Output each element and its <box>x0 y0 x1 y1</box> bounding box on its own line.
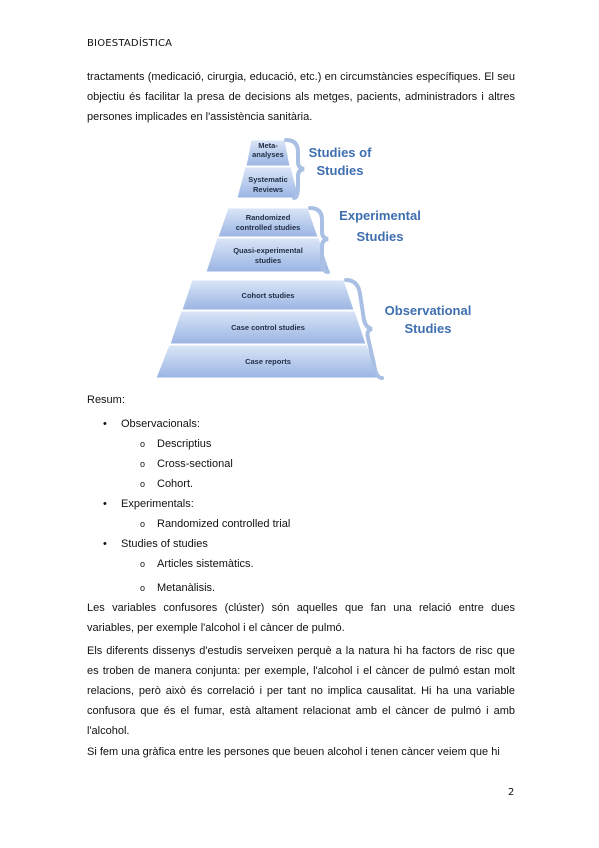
tier-label-7: Case reports <box>245 357 291 366</box>
circle-bullet-icon: o <box>140 459 146 469</box>
circle-bullet-icon: o <box>140 583 146 593</box>
running-header: BIOESTADÍSTICA <box>87 38 173 49</box>
group-label-2b: Studies <box>357 229 404 244</box>
tier-label-6: Case control studies <box>231 323 305 332</box>
tier-label-2a: Systematic <box>248 175 288 184</box>
circle-bullet-icon: o <box>140 559 146 569</box>
confounders-paragraph: Les variables confusores (clúster) són a… <box>87 602 515 634</box>
circle-bullet-icon: o <box>140 519 146 529</box>
study-designs-paragraph: Els diferents dissenys d'estudis serveix… <box>87 645 515 737</box>
tier-label-1a: Meta- <box>258 141 278 150</box>
pyramid-tier-randomized <box>217 207 319 238</box>
summary-item: •Observacionals: <box>87 414 507 434</box>
brace-studies-of-studies <box>284 138 305 200</box>
pyramid-tier-case-control <box>169 310 367 345</box>
tier-label-3a: Randomized <box>246 213 291 222</box>
evidence-pyramid-figure: Meta- analyses Systematic Reviews Random… <box>155 138 472 380</box>
group-label-3b: Studies <box>405 321 452 336</box>
circle-bullet-icon: o <box>140 479 146 489</box>
tier-label-3b: controlled studies <box>236 223 301 232</box>
brace-experimental <box>308 206 330 274</box>
pyramid-tier-meta-analyses <box>245 139 291 167</box>
brace-observational <box>344 278 384 380</box>
summary-item: •Experimentals: <box>87 494 507 514</box>
bullet-icon: • <box>103 538 107 550</box>
tier-label-5: Cohort studies <box>242 291 295 300</box>
group-label-3a: Observational <box>385 303 472 318</box>
tier-label-4b: studies <box>255 256 281 265</box>
tier-label-4a: Quasi-experimental <box>233 246 303 255</box>
pyramid-tier-systematic-reviews <box>236 166 300 199</box>
group-label-2a: Experimental <box>339 208 421 223</box>
circle-bullet-icon: o <box>140 439 146 449</box>
group-label-1b: Studies <box>317 163 364 178</box>
page-number: 2 <box>508 787 515 798</box>
bullet-icon: • <box>103 498 107 510</box>
pyramid-tier-cohort <box>181 279 355 311</box>
tier-label-1b: analyses <box>252 150 284 159</box>
summary-heading: Resum: <box>87 394 125 406</box>
intro-paragraph: tractaments (medicació, cirurgia, educac… <box>87 71 515 123</box>
group-label-1a: Studies of <box>309 145 373 160</box>
tier-label-2b: Reviews <box>253 185 283 194</box>
pyramid-tier-quasi-experimental <box>205 237 331 273</box>
summary-item: •Studies of studies <box>87 534 507 554</box>
bullet-icon: • <box>103 418 107 430</box>
graph-paragraph: Si fem una gràfica entre les persones qu… <box>87 746 500 758</box>
